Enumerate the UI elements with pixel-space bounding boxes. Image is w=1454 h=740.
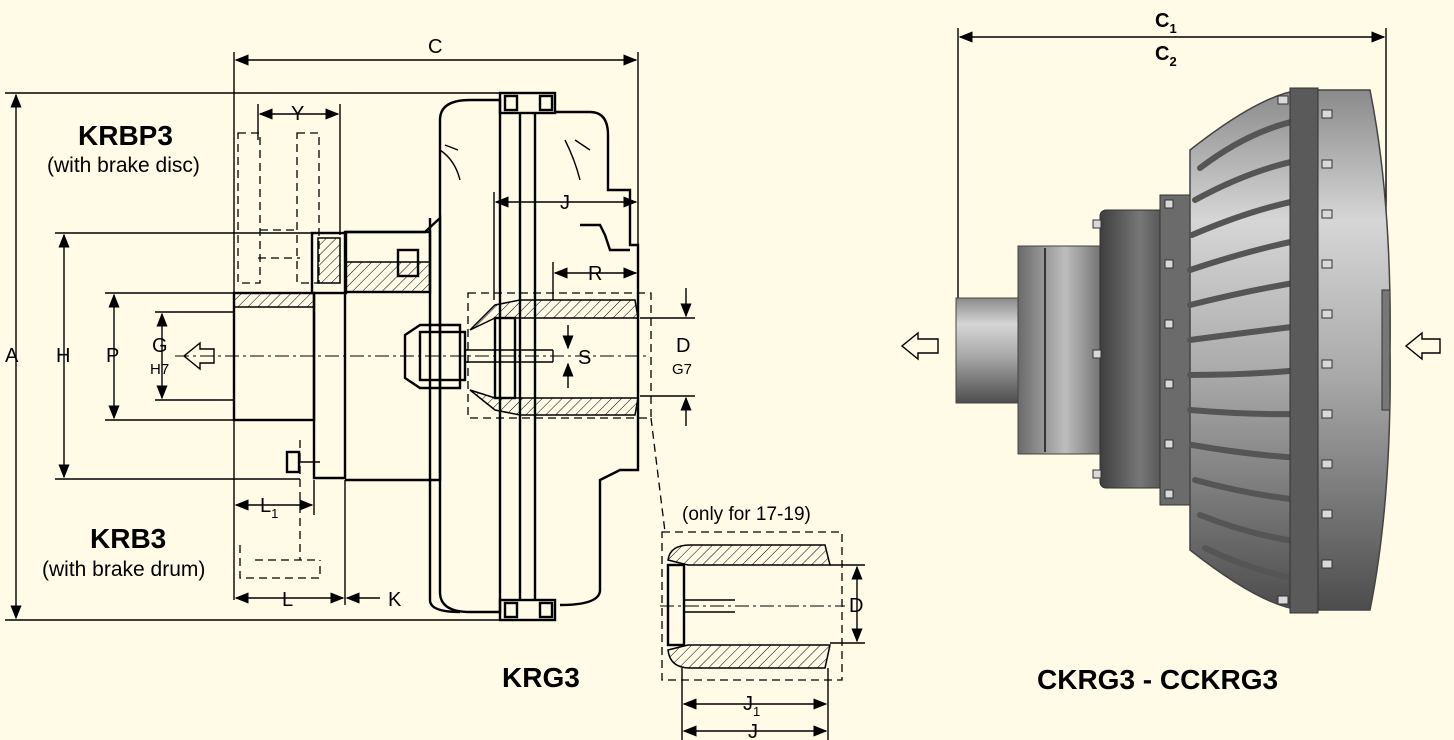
label-l1: L1 [260,495,278,521]
dimension-j [493,192,638,300]
note-only-17-19: (only for 17-19) [682,504,811,525]
detail-view-17-19 [660,531,865,740]
label-c1: C1 [1155,10,1177,36]
title-krbp3: KRBP3 [78,120,173,151]
label-l: L [282,589,293,611]
runner-cover [555,110,640,607]
label-j1: J1 [743,693,760,719]
label-k: K [388,589,402,611]
label-h7: H7 [150,361,169,378]
dimension-h [55,232,320,480]
title-krb3: KRB3 [90,523,166,554]
dimension-a [5,92,500,621]
text-labels: A H P G H7 C Y J R S D G7 L1 L K D J1 J … [5,10,1278,740]
input-arrow-right-icon [1404,331,1441,361]
label-j-detail: J [748,721,758,740]
title-ckrg3-cckrg3: CKRG3 - CCKRG3 [1037,664,1278,695]
label-r: R [588,263,602,285]
output-shaft-render [955,297,1027,404]
dimension-l1 [234,480,315,515]
label-d: D [676,335,690,357]
dimension-y [257,104,341,235]
input-hub [232,230,432,480]
flange-bolt-heads [1092,95,1333,605]
input-arrow-icon [182,341,215,371]
label-c: C [428,36,442,58]
dimension-g [155,311,235,401]
subtitle-krbp3: (with brake disc) [47,154,200,177]
subtitle-krb3: (with brake drum) [42,558,205,581]
label-s: S [578,347,591,369]
label-h: H [56,345,70,367]
label-y: Y [291,103,304,125]
title-krg3: KRG3 [502,662,580,693]
label-g: G [152,335,168,357]
dimension-d [640,288,695,426]
label-a: A [5,345,19,367]
dimension-r [552,262,638,300]
krg-technical-drawing [5,52,865,740]
label-g7: G7 [672,361,692,378]
detail-callout-line [650,417,666,533]
flange-ring-render [1289,87,1319,614]
label-c2: C2 [1155,43,1177,69]
ckrg-render [900,28,1441,614]
label-d-detail: D [849,595,863,617]
cooling-fins [1187,117,1303,583]
brake-disc-outline [237,132,320,284]
label-j: J [560,192,570,214]
label-p: P [106,345,119,367]
brake-drum-outline [239,440,321,579]
dimension-p [105,292,235,421]
dimension-l-k [234,480,380,605]
output-arrow-icon [900,331,939,361]
